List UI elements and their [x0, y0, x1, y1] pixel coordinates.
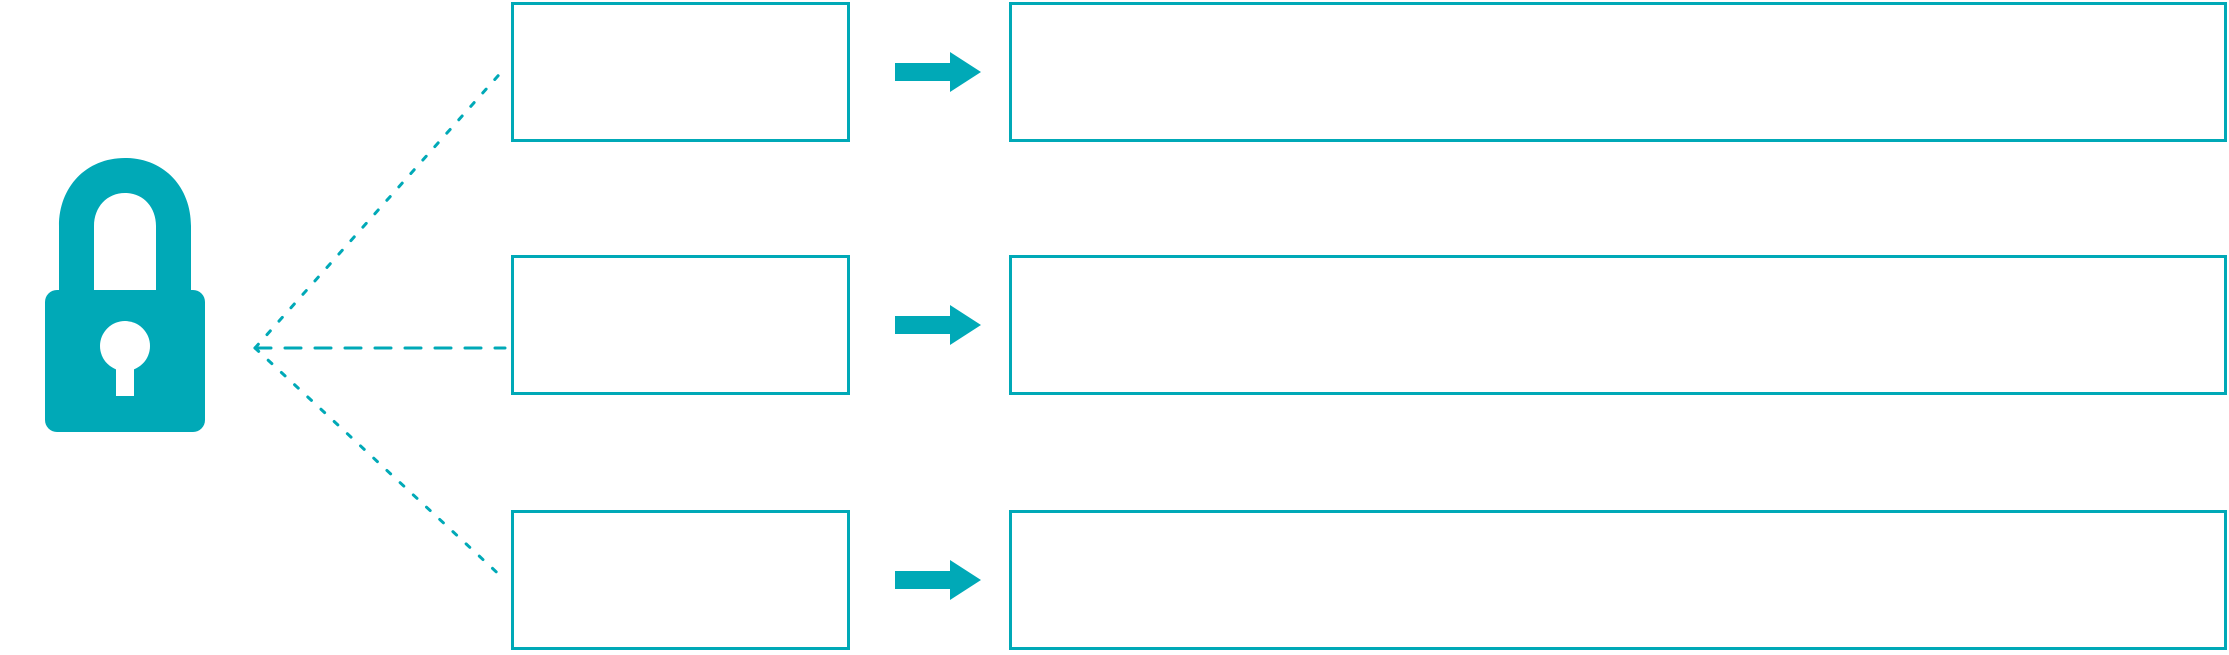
stage-box-left-text — [514, 258, 847, 282]
lock-icon — [26, 150, 224, 435]
stage-box-left-text — [514, 5, 847, 29]
stage-box-right[interactable] — [1009, 2, 2227, 142]
flow-arrow-icon — [895, 560, 981, 600]
stage-box-left[interactable] — [511, 255, 850, 395]
diagram-row — [0, 508, 2229, 654]
flow-arrow-icon — [895, 52, 981, 92]
diagram-row — [0, 253, 2229, 399]
flow-arrow-icon — [895, 305, 981, 345]
stage-box-left-text — [514, 513, 847, 537]
stage-box-right-text — [1012, 258, 2224, 282]
stage-box-right[interactable] — [1009, 255, 2227, 395]
stage-box-right-text — [1012, 5, 2224, 29]
diagram-row — [0, 0, 2229, 146]
stage-box-left[interactable] — [511, 510, 850, 650]
stage-box-right-text — [1012, 513, 2224, 537]
stage-box-right[interactable] — [1009, 510, 2227, 650]
stage-box-left[interactable] — [511, 2, 850, 142]
